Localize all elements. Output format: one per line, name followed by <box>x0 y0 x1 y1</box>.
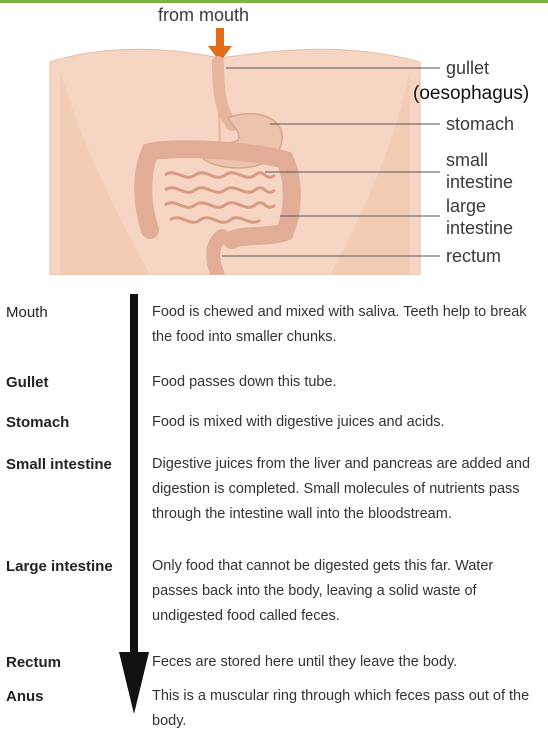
step-description-anus: This is a muscular ring through which fe… <box>152 684 542 734</box>
stomach-label: stomach <box>446 114 514 134</box>
large-intestine-label-line2: intestine <box>446 218 513 238</box>
step-organ-mouth: Mouth <box>6 304 136 321</box>
large-intestine-label-line1: large <box>446 196 486 216</box>
step-organ-stomach: Stomach <box>6 414 136 431</box>
step-organ-rectum: Rectum <box>6 654 136 671</box>
gullet-label: gullet <box>446 58 489 78</box>
step-description-gullet: Food passes down this tube. <box>152 370 542 395</box>
step-organ-gullet: Gullet <box>6 374 136 391</box>
digestion-steps-table: Mouth Food is chewed and mixed with sali… <box>0 290 548 717</box>
rectum-label: rectum <box>446 246 501 266</box>
oesophagus-label: (oesophagus) <box>413 84 529 104</box>
step-description-large-intestine: Only food that cannot be digested gets t… <box>152 554 542 629</box>
step-description-stomach: Food is mixed with digestive juices and … <box>152 410 542 435</box>
step-organ-large-intestine: Large intestine <box>6 558 136 575</box>
from-mouth-label: from mouth <box>158 5 249 25</box>
digestive-system-figure: from mouth gullet (oesophagus) stomach s… <box>0 0 548 275</box>
step-description-rectum: Feces are stored here until they leave t… <box>152 650 542 675</box>
step-description-small-intestine: Digestive juices from the liver and panc… <box>152 452 542 527</box>
step-description-mouth: Food is chewed and mixed with saliva. Te… <box>152 300 542 350</box>
step-organ-small-intestine: Small intestine <box>6 456 136 473</box>
small-intestine-label-line2: intestine <box>446 172 513 192</box>
step-organ-anus: Anus <box>6 688 136 705</box>
small-intestine-label-line1: small <box>446 150 488 170</box>
downward-flow-arrow <box>119 290 149 717</box>
arrow-shaft <box>216 28 224 48</box>
